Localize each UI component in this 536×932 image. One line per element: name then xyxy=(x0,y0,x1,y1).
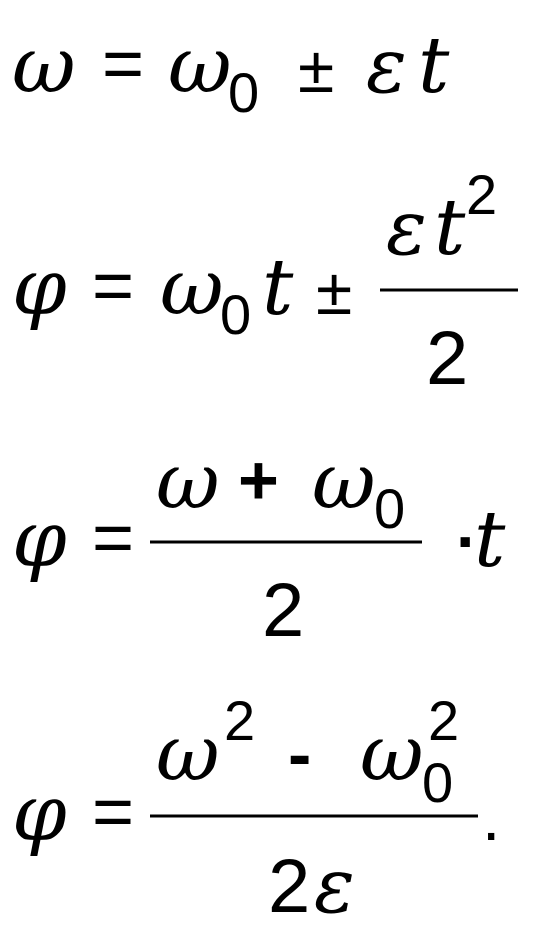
variable-t: t xyxy=(474,495,506,585)
subscript-zero: 0 xyxy=(374,477,405,540)
subscript-zero: 0 xyxy=(422,751,453,814)
phi-symbol: φ xyxy=(12,769,67,859)
plus-minus-sign: ± xyxy=(316,254,352,328)
variable-t: t xyxy=(262,243,294,333)
formula-angle-average: φ = ω + ω 0 2 · t xyxy=(12,437,506,653)
equals-sign: = xyxy=(92,772,134,852)
formula-angular-velocity: ω = ω 0 ± ε t xyxy=(12,21,450,124)
subscript-zero: 0 xyxy=(220,283,251,346)
omega-symbol: ω xyxy=(160,243,224,333)
plus-sign: + xyxy=(238,441,279,519)
denominator-two: 2 xyxy=(426,316,468,401)
denominator-two: 2 xyxy=(262,568,304,653)
epsilon-symbol: ε xyxy=(366,21,407,110)
omega-symbol: ω xyxy=(156,437,220,527)
phi-symbol: φ xyxy=(12,495,67,585)
epsilon-symbol: ε xyxy=(314,841,355,930)
variable-t: t xyxy=(418,21,450,111)
omega-symbol: ω xyxy=(360,709,424,799)
minus-sign: - xyxy=(288,715,311,793)
formula-angle-time: φ = ω 0 t ± ε t 2 2 xyxy=(12,163,518,401)
subscript-zero: 0 xyxy=(228,61,259,124)
period: . xyxy=(482,780,500,854)
epsilon-symbol: ε xyxy=(386,183,427,272)
equals-sign: = xyxy=(102,24,144,104)
formula-angle-from-velocities: φ = ω 2 - ω 2 0 2 ε . xyxy=(12,689,500,930)
omega-symbol: ω xyxy=(12,21,76,111)
variable-t: t xyxy=(434,183,466,273)
superscript-two: 2 xyxy=(466,163,497,226)
equals-sign: = xyxy=(92,246,134,326)
omega-symbol: ω xyxy=(168,21,232,111)
phi-symbol: φ xyxy=(12,243,67,333)
superscript-two: 2 xyxy=(224,689,255,752)
denominator-two: 2 xyxy=(268,844,310,929)
omega-symbol: ω xyxy=(312,437,376,527)
plus-minus-sign: ± xyxy=(298,32,334,106)
omega-symbol: ω xyxy=(156,709,220,799)
equals-sign: = xyxy=(92,498,134,578)
multiplication-dot: · xyxy=(456,504,478,578)
superscript-two: 2 xyxy=(428,689,459,752)
